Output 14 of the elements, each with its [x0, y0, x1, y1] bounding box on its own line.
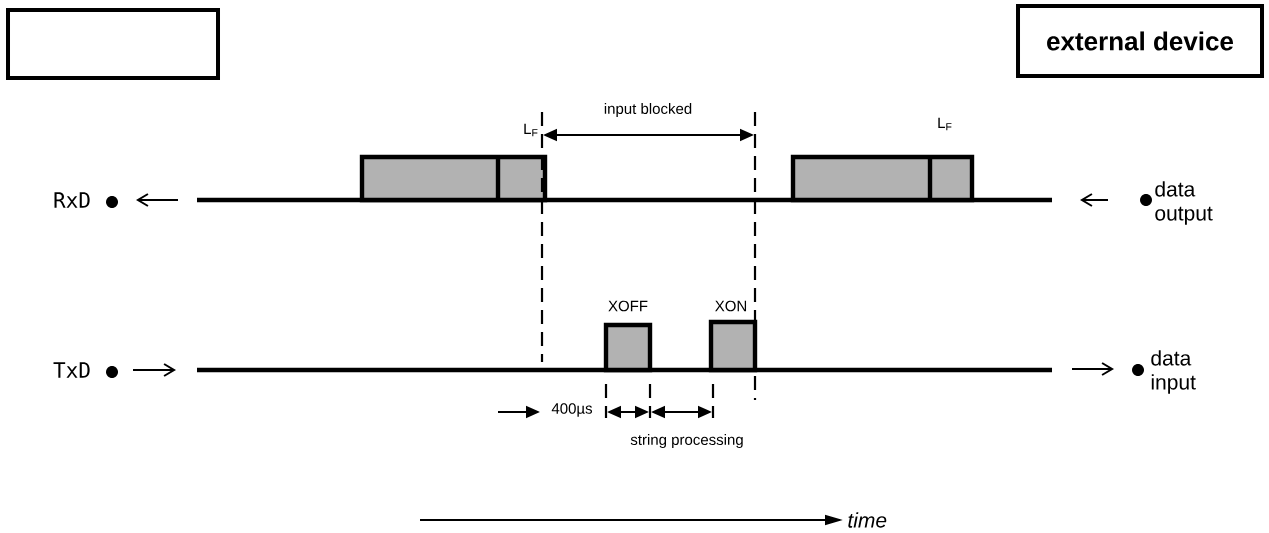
device-box [6, 8, 220, 80]
dimension-label: string processing [630, 434, 743, 448]
port-label: data output [1155, 181, 1213, 225]
dimension-label: input blocked [604, 103, 692, 117]
axis-label: time [848, 512, 887, 528]
frame-label: L$_{F}$ [524, 123, 538, 137]
frame-label: L$_{F}$ [938, 117, 952, 131]
device-box: external device [1016, 4, 1264, 78]
dimension-label: 400µs [551, 403, 593, 417]
frame-label: XOFF [608, 300, 648, 312]
signal-name: RxD [54, 192, 90, 208]
frame-label: XON [715, 300, 747, 312]
port-label: data input [1151, 350, 1196, 394]
signal-name: TxD [53, 362, 90, 378]
